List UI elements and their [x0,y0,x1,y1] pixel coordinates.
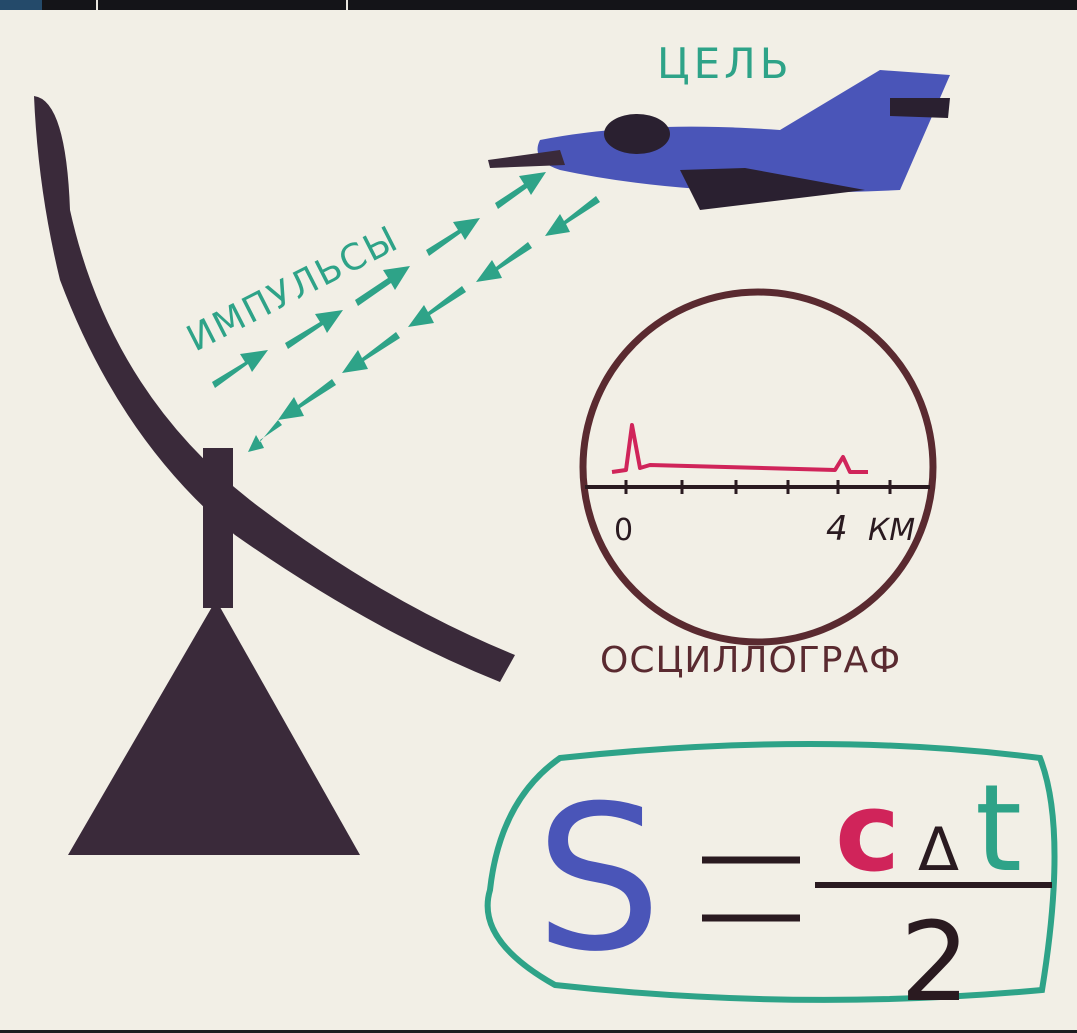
window-corner-accent [0,0,42,10]
target-label: ЦЕЛЬ [657,39,793,88]
oscilloscope-screen [579,288,937,646]
echo-arrow [248,420,282,452]
scale-start-label: 0 [614,513,633,548]
formula-denominator: 2 [900,898,970,1026]
echo-pulses [248,196,600,452]
scale-ticks [624,480,892,494]
oscilloscope-label: ОСЦИЛЛОГРАФ [600,640,901,681]
pulse-arrow [426,218,480,256]
pulse-arrow [212,350,268,388]
pulse-arrow [495,172,546,209]
pulse-arrow [355,266,410,306]
signal-trace [611,423,868,474]
echo-arrow [545,196,600,236]
antenna-mast [203,448,233,608]
echo-arrow [476,242,532,282]
echo-arrow [342,332,400,373]
echo-arrow [408,286,466,327]
window-divider [96,0,98,10]
formula-frame [484,741,1058,1003]
formula-numerator-delta: Δ [918,815,959,885]
pulse-arrow [285,310,343,349]
airplane-icon [488,70,950,210]
window-divider [346,0,348,10]
scale-unit-label: КМ [868,513,915,548]
echo-arrow [278,379,336,420]
antenna-base [68,600,360,855]
outgoing-pulses [212,172,546,388]
scale-end-label: 4 [826,509,848,549]
window-bottom-bar [0,1030,1077,1033]
formula-numerator-t: t [975,760,1022,899]
formula-numerator-c: c [835,768,900,896]
window-top-bar [0,0,1077,10]
antenna-dish [34,96,515,682]
formula-lhs: S [535,763,662,996]
